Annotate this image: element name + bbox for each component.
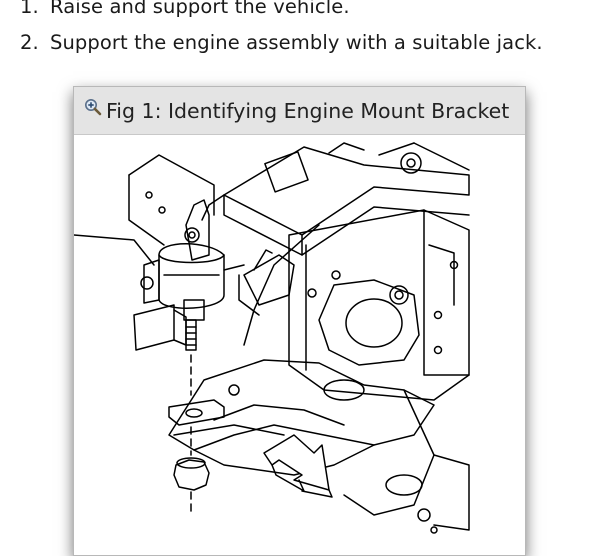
crossmember [243,209,470,401]
step-item: 1. Raise and support the vehicle. [20,0,350,18]
upper-bracket [238,150,422,316]
step-number: 2. [20,31,39,54]
front-direction-arrow-icon [263,434,333,498]
left-frame [74,154,225,266]
figure-panel: Fig 1: Identifying Engine Mount Bracket [73,86,526,556]
frame-rail [223,142,470,256]
magnifier-zoom-icon[interactable] [84,98,102,116]
step-text: Support the engine assembly with a suita… [50,31,543,54]
step-number: 1. [20,0,39,18]
figure-caption-bar: Fig 1: Identifying Engine Mount Bracket [74,87,525,135]
lower-bracket [168,359,470,534]
step-text: Raise and support the vehicle. [50,0,350,18]
engine-mount[interactable] [133,199,245,351]
figure-caption: Fig 1: Identifying Engine Mount Bracket [106,98,510,123]
mount-fasteners[interactable] [168,354,225,516]
engine-mount-bracket-diagram[interactable] [74,135,525,555]
step-item: 2. Support the engine assembly with a sui… [20,31,543,54]
